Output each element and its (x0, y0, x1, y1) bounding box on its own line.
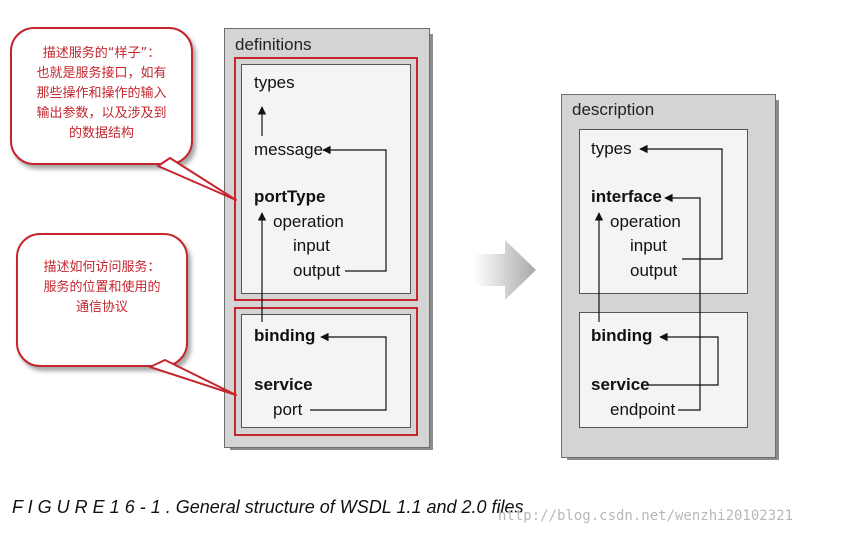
access-callout-pointer (149, 359, 237, 396)
access-callout-line: 通信协议 (75, 300, 128, 315)
interface-callout (10, 27, 193, 165)
left-abstract-box (241, 64, 411, 294)
left-service-label: service (254, 375, 313, 394)
right-output-label: output (630, 261, 678, 280)
interface-callout-line: 描述服务的“样子”： (42, 46, 161, 61)
description-title: description (572, 100, 655, 119)
access-callout-text: 描述如何访问服务： 服务的位置和使用的 通信协议 (18, 258, 186, 318)
left-types-label: types (254, 73, 295, 92)
left-operation-label: operation (273, 212, 344, 231)
source-watermark: http://blog.csdn.net/wenzhi20102321 (498, 508, 794, 524)
right-service-to-binding-arrow (648, 332, 719, 386)
interface-callout-text: 描述服务的“样子”： 也就是服务接口，如有 那些操作和操作的输入 输出参数，以及… (12, 44, 191, 144)
left-abstract-highlight (234, 57, 418, 301)
interface-callout-line: 也就是服务接口，如有 (36, 66, 167, 81)
right-output-to-types-arrow (639, 144, 723, 260)
left-output-to-message-arrow (322, 145, 387, 272)
right-endpoint-label: endpoint (610, 400, 676, 419)
left-output-label: output (293, 261, 341, 280)
left-porttype-label: portType (254, 187, 326, 206)
transition-arrow-icon (474, 240, 536, 300)
interface-callout-line: 那些操作和操作的输入 (36, 86, 167, 101)
right-input-label: input (630, 236, 667, 255)
left-binding-label: binding (254, 326, 316, 345)
left-input-label: input (293, 236, 330, 255)
right-operation-label: operation (610, 212, 681, 231)
access-callout (16, 233, 188, 367)
interface-callout-line: 的数据结构 (68, 126, 134, 141)
left-concrete-highlight (234, 307, 418, 436)
right-binding-label: binding (591, 326, 653, 345)
right-endpoint-to-interface-arrow (664, 193, 701, 411)
left-port-to-binding-arrow (310, 332, 387, 411)
left-port-label: port (273, 400, 303, 419)
right-abstract-box (579, 129, 748, 294)
figure-caption: F I G U R E 1 6 - 1 . General structure … (12, 497, 524, 517)
access-callout-line: 服务的位置和使用的 (43, 280, 161, 295)
interface-callout-line: 输出参数，以及涉及到 (36, 106, 167, 121)
definitions-title: definitions (235, 35, 312, 54)
right-concrete-box (579, 312, 748, 428)
interface-callout-pointer (157, 157, 237, 201)
access-callout-line: 描述如何访问服务： (43, 260, 161, 275)
right-interface-label: interface (591, 187, 662, 206)
left-message-label: message (254, 140, 323, 159)
right-types-label: types (591, 139, 632, 158)
right-service-label: service (591, 375, 650, 394)
